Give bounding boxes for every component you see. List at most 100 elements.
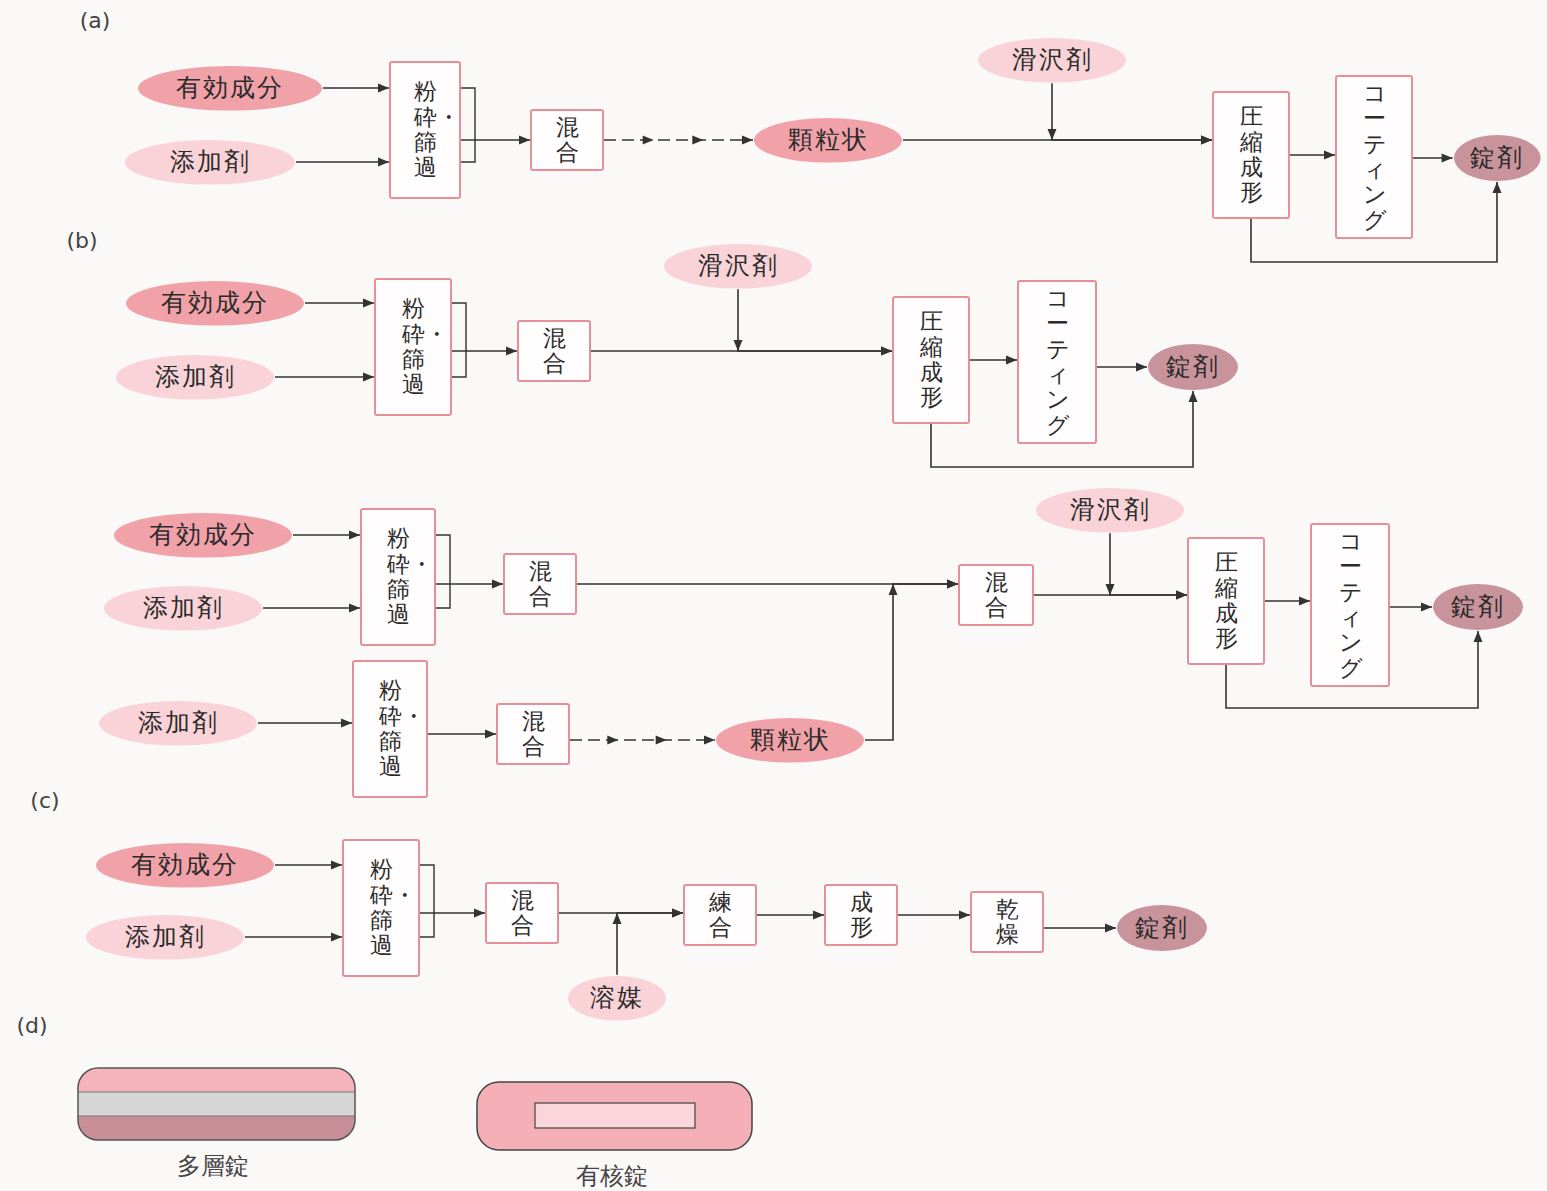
node-text-group: 混合 (511, 888, 534, 939)
connector-group (452, 347, 517, 356)
arrowhead (643, 135, 654, 144)
node-text-group: 圧縮成形 (1215, 550, 1238, 651)
node-label: 乾燥 (996, 897, 1019, 948)
node-text-group: 添加剤 (155, 362, 236, 392)
node-text-group: 添加剤 (125, 922, 206, 952)
node-label: コーティング (1363, 81, 1386, 233)
ellipse-fill (114, 513, 292, 558)
node-label: 錠剤 (1451, 592, 1505, 622)
connector-group (1034, 591, 1187, 600)
arrowhead (607, 735, 618, 744)
tablet-layer (78, 1068, 355, 1092)
node-text-group: 錠剤 (1135, 913, 1189, 943)
material-ellipse: 顆粒状 (715, 717, 865, 764)
node-text-group: 圧縮成形 (920, 309, 943, 410)
layer-boundary (78, 1092, 355, 1093)
arrowhead (1176, 591, 1187, 600)
node-text-group: 混合 (985, 570, 1008, 621)
node-label: 練合 (709, 890, 732, 941)
connector-group (1048, 83, 1213, 144)
connector-group (293, 530, 360, 539)
figure-caption: 有核錠 (576, 1160, 648, 1191)
node-label: 滑沢剤 (1070, 495, 1151, 525)
connector-group (898, 911, 970, 920)
ellipse-fill (96, 843, 274, 888)
ellipse-fill (104, 586, 262, 631)
connector-group (305, 298, 374, 307)
node-label: 錠剤 (1470, 143, 1524, 173)
node-text-group: 顆粒状 (788, 125, 869, 155)
process-box: 混合 (485, 882, 559, 945)
node-text-group: 混合 (556, 115, 579, 166)
arrowhead (742, 135, 753, 144)
ellipse-fill (664, 244, 812, 289)
node-text-group: 添加剤 (143, 593, 224, 623)
multilayer-tablet (78, 1068, 355, 1140)
material-ellipse: 錠剤 (1116, 904, 1208, 952)
arrowhead (947, 580, 958, 589)
node-text-group: 混合 (543, 326, 566, 377)
node-label: 添加剤 (125, 922, 206, 952)
material-ellipse: 有効成分 (113, 512, 293, 559)
bracket-line (452, 303, 466, 377)
bracket-line (461, 88, 475, 162)
arrowhead (881, 347, 892, 356)
ellipse-fill (126, 281, 304, 326)
connector-group (1413, 154, 1453, 163)
connector-group (1097, 363, 1147, 372)
arrowhead (889, 584, 898, 595)
process-box: 粉砕・篩過 (342, 839, 420, 977)
connector-group (258, 718, 352, 727)
arrowhead (331, 932, 342, 941)
node-label: 粉砕・篩過 (387, 526, 410, 627)
ellipse-fill (1148, 344, 1238, 390)
connector-group (275, 372, 374, 381)
ellipse-fill (978, 38, 1126, 83)
arrowhead (947, 580, 958, 589)
arrowhead (1421, 603, 1432, 612)
node-text-group: 溶媒 (590, 983, 644, 1013)
process-box: 混合 (530, 109, 604, 172)
arrowhead (341, 718, 352, 727)
material-ellipse: 錠剤 (1147, 343, 1239, 391)
material-ellipse: 滑沢剤 (977, 37, 1127, 84)
panel-label: (d) (16, 1013, 47, 1038)
node-text-group: 錠剤 (1451, 592, 1505, 622)
material-ellipse: 添加剤 (103, 585, 263, 632)
material-ellipse: 添加剤 (98, 700, 258, 747)
node-text-group: 練合 (709, 890, 732, 941)
node-text-group: コーティング (1363, 81, 1386, 233)
connector-group (1390, 603, 1432, 612)
core-tablet-core (535, 1103, 695, 1128)
node-label: 添加剤 (143, 593, 224, 623)
node-text-group: 滑沢剤 (1012, 45, 1093, 75)
arrowhead (1176, 591, 1187, 600)
connector-group (613, 909, 684, 975)
arrowhead (1442, 154, 1453, 163)
connector-group (734, 289, 893, 355)
arrowhead (331, 860, 342, 869)
arrowhead (1492, 182, 1501, 193)
material-ellipse: 有効成分 (95, 842, 275, 889)
node-label: 圧縮成形 (920, 309, 943, 410)
arrowhead (1106, 584, 1115, 595)
ellipse-fill (116, 355, 274, 400)
arrowhead (734, 340, 743, 351)
node-label: 溶媒 (590, 983, 644, 1013)
process-box: 粉砕・篩過 (374, 278, 452, 416)
flow-arrow (1034, 594, 1187, 596)
ellipse-fill (716, 718, 864, 763)
connector-group (865, 580, 958, 740)
tablet-outline (78, 1068, 355, 1140)
bracket-line (420, 865, 434, 937)
ellipse-fill (1454, 135, 1541, 181)
node-text-group: 粉砕・篩過 (402, 296, 425, 397)
node-label: 添加剤 (155, 362, 236, 392)
node-text-group: 粉砕・篩過 (379, 678, 402, 779)
panel-label: (b) (66, 228, 97, 253)
node-label: コーティング (1339, 529, 1362, 681)
node-text-group: 粉砕・篩過 (387, 526, 410, 627)
node-text-group: 有効成分 (131, 850, 239, 880)
ellipse-fill (1433, 584, 1523, 630)
node-label: 有効成分 (149, 520, 257, 550)
